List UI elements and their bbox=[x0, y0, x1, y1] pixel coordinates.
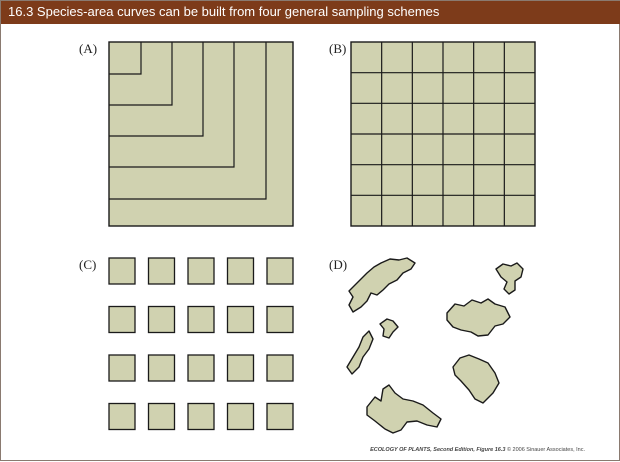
caption-copyright: © 2006 Sinauer Associates, Inc. bbox=[507, 447, 585, 453]
panel-c-quadrat-r2-c3 bbox=[188, 307, 214, 333]
panel-c-quadrat-r4-c3 bbox=[188, 404, 214, 430]
panel-c-quadrat-r1-c3 bbox=[188, 258, 214, 284]
panel-c-quadrat-r1-c4 bbox=[228, 258, 254, 284]
panel-c-quadrat-r1-c2 bbox=[149, 258, 175, 284]
panel-c-quadrat-r3-c3 bbox=[188, 355, 214, 381]
panel-b-contiguous-grid bbox=[351, 42, 535, 226]
panel-d-island-6 bbox=[453, 355, 499, 403]
panel-c-quadrat-r2-c1 bbox=[109, 307, 135, 333]
panel-c-label: (C) bbox=[79, 257, 96, 272]
panel-c-quadrat-r1-c5 bbox=[267, 258, 293, 284]
panel-c-quadrat-r3-c5 bbox=[267, 355, 293, 381]
panel-c-quadrat-r3-c1 bbox=[109, 355, 135, 381]
figure-caption: ECOLOGY OF PLANTS, Second Edition, Figur… bbox=[370, 447, 585, 453]
panel-d-island-5 bbox=[347, 331, 373, 374]
panel-d-island-3 bbox=[447, 299, 510, 336]
caption-source: ECOLOGY OF PLANTS, Second Edition, Figur… bbox=[370, 447, 505, 453]
panel-c-quadrat-r2-c2 bbox=[149, 307, 175, 333]
panel-a-nested-quadrats bbox=[109, 42, 293, 226]
panel-c-quadrat-r4-c5 bbox=[267, 404, 293, 430]
panel-b-label: (B) bbox=[329, 41, 346, 56]
panel-c-quadrat-r4-c1 bbox=[109, 404, 135, 430]
panel-c-quadrat-r4-c2 bbox=[149, 404, 175, 430]
panel-d-island-7 bbox=[367, 385, 441, 433]
panel-d-island-2 bbox=[496, 263, 523, 294]
panel-c-quadrat-r1-c1 bbox=[109, 258, 135, 284]
panel-d-island-4 bbox=[380, 319, 398, 338]
panel-c-quadrat-r2-c5 bbox=[267, 307, 293, 333]
panel-c-quadrat-r4-c4 bbox=[228, 404, 254, 430]
panel-c-quadrat-r2-c4 bbox=[228, 307, 254, 333]
panel-c-quadrat-r3-c2 bbox=[149, 355, 175, 381]
panel-d-islands bbox=[347, 258, 523, 433]
panel-c-separate-quadrats bbox=[109, 258, 293, 430]
panel-d-label: (D) bbox=[329, 257, 347, 272]
panel-c-quadrat-r3-c4 bbox=[228, 355, 254, 381]
panel-d-island-1 bbox=[349, 258, 415, 312]
panel-a-label: (A) bbox=[79, 41, 97, 56]
